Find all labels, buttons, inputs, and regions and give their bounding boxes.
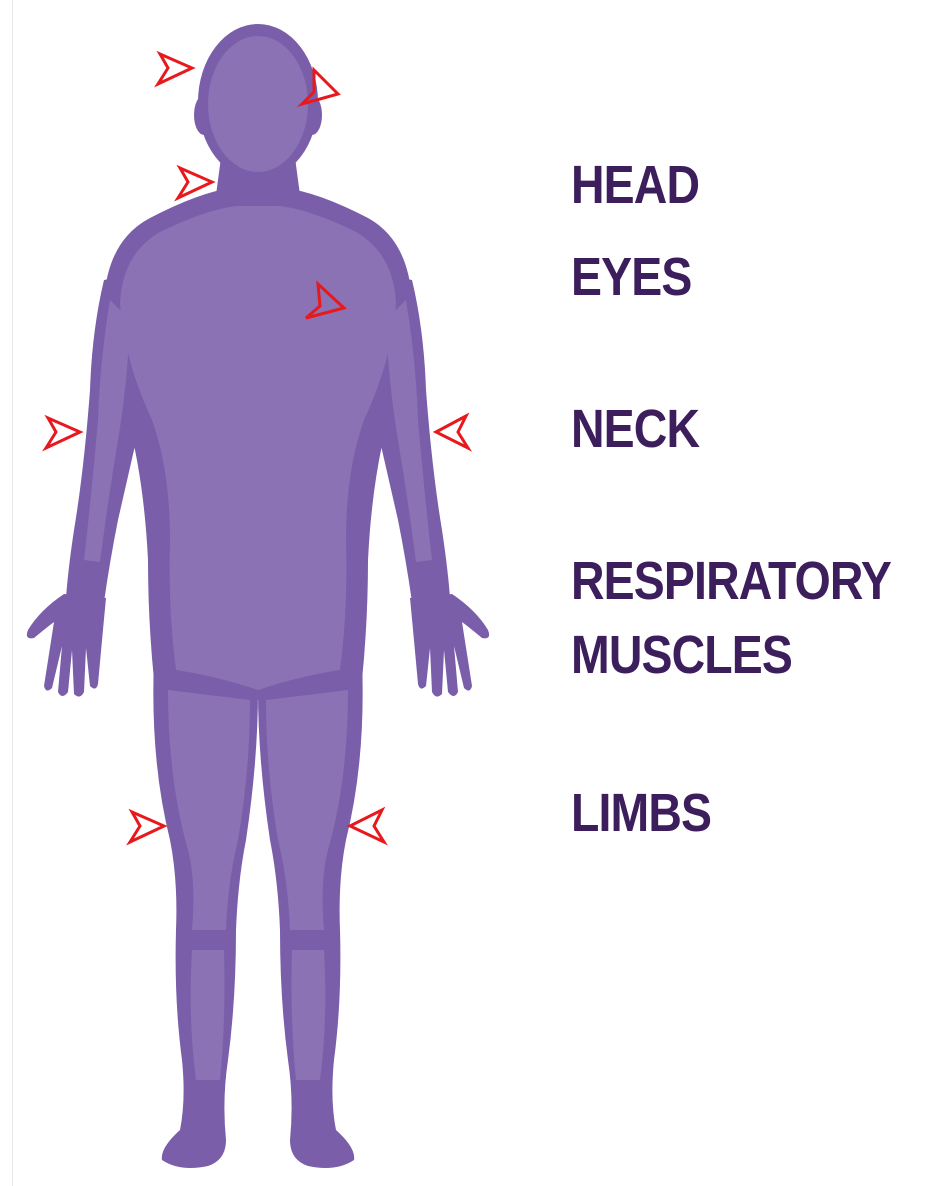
- right-hand-shape: [410, 594, 489, 697]
- marker-right-knee-icon: [350, 810, 384, 842]
- marker-left-arm-icon: [46, 418, 80, 448]
- label-list: HEAD EYES NECK RESPIRATORY MUSCLES LIMBS: [571, 0, 942, 1186]
- marker-head-left-icon: [158, 54, 192, 84]
- left-hand-shape: [27, 594, 106, 697]
- label-respiratory: RESPIRATORY: [571, 550, 891, 612]
- marker-left-knee-icon: [130, 812, 164, 842]
- body-svg: [0, 0, 520, 1186]
- label-limbs: LIMBS: [571, 782, 711, 844]
- label-head: HEAD: [571, 154, 699, 216]
- marker-right-arm-icon: [436, 416, 468, 448]
- label-neck: NECK: [571, 398, 699, 460]
- human-body-figure: [0, 0, 520, 1186]
- label-muscles: MUSCLES: [571, 624, 792, 686]
- label-eyes: EYES: [571, 246, 691, 308]
- marker-neck-left-icon: [178, 168, 212, 198]
